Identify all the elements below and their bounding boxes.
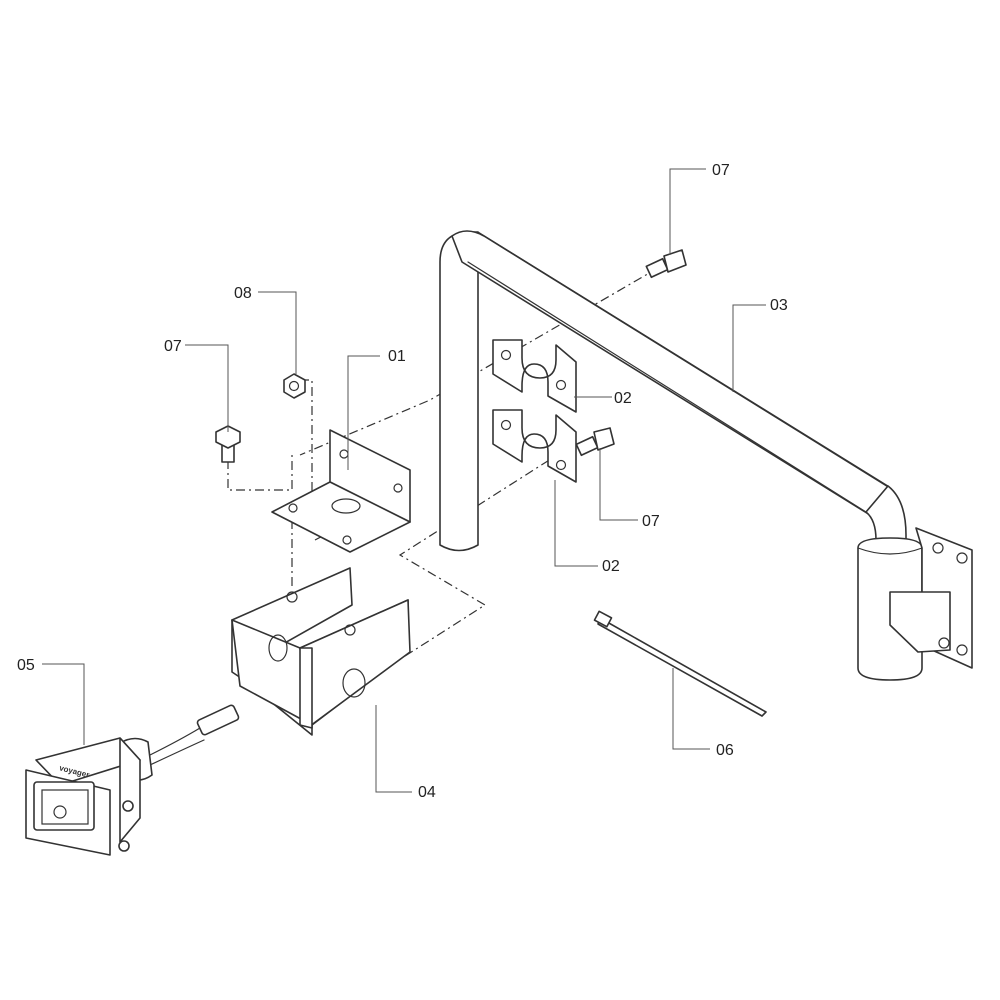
callout-05: 05 — [17, 657, 35, 674]
mounting-arm-part — [439, 230, 973, 681]
nut-part — [283, 373, 306, 399]
camera-part: voyager — [25, 704, 240, 856]
pipe-clamp-upper — [492, 339, 577, 413]
callout-03: 03 — [770, 297, 788, 314]
callout-02-lower: 02 — [602, 558, 620, 575]
callout-07-top: 07 — [712, 162, 730, 179]
callout-06: 06 — [716, 742, 734, 759]
callout-07-middle: 07 — [642, 513, 660, 530]
callout-08: 08 — [234, 285, 252, 302]
callout-leaders — [42, 168, 766, 793]
callout-07-left: 07 — [164, 338, 182, 355]
l-bracket-part — [271, 429, 411, 553]
bolt-middle — [575, 427, 615, 457]
callout-02-upper: 02 — [614, 390, 632, 407]
callout-04: 04 — [418, 784, 436, 801]
camera-housing-bracket — [231, 567, 411, 736]
bolt-upper-right — [645, 249, 687, 279]
callout-01: 01 — [388, 348, 406, 365]
pipe-clamp-lower — [492, 409, 577, 483]
callout-labels: 01 02 02 03 04 05 06 07 07 07 08 — [17, 162, 788, 801]
cable-tie-part — [593, 610, 767, 717]
